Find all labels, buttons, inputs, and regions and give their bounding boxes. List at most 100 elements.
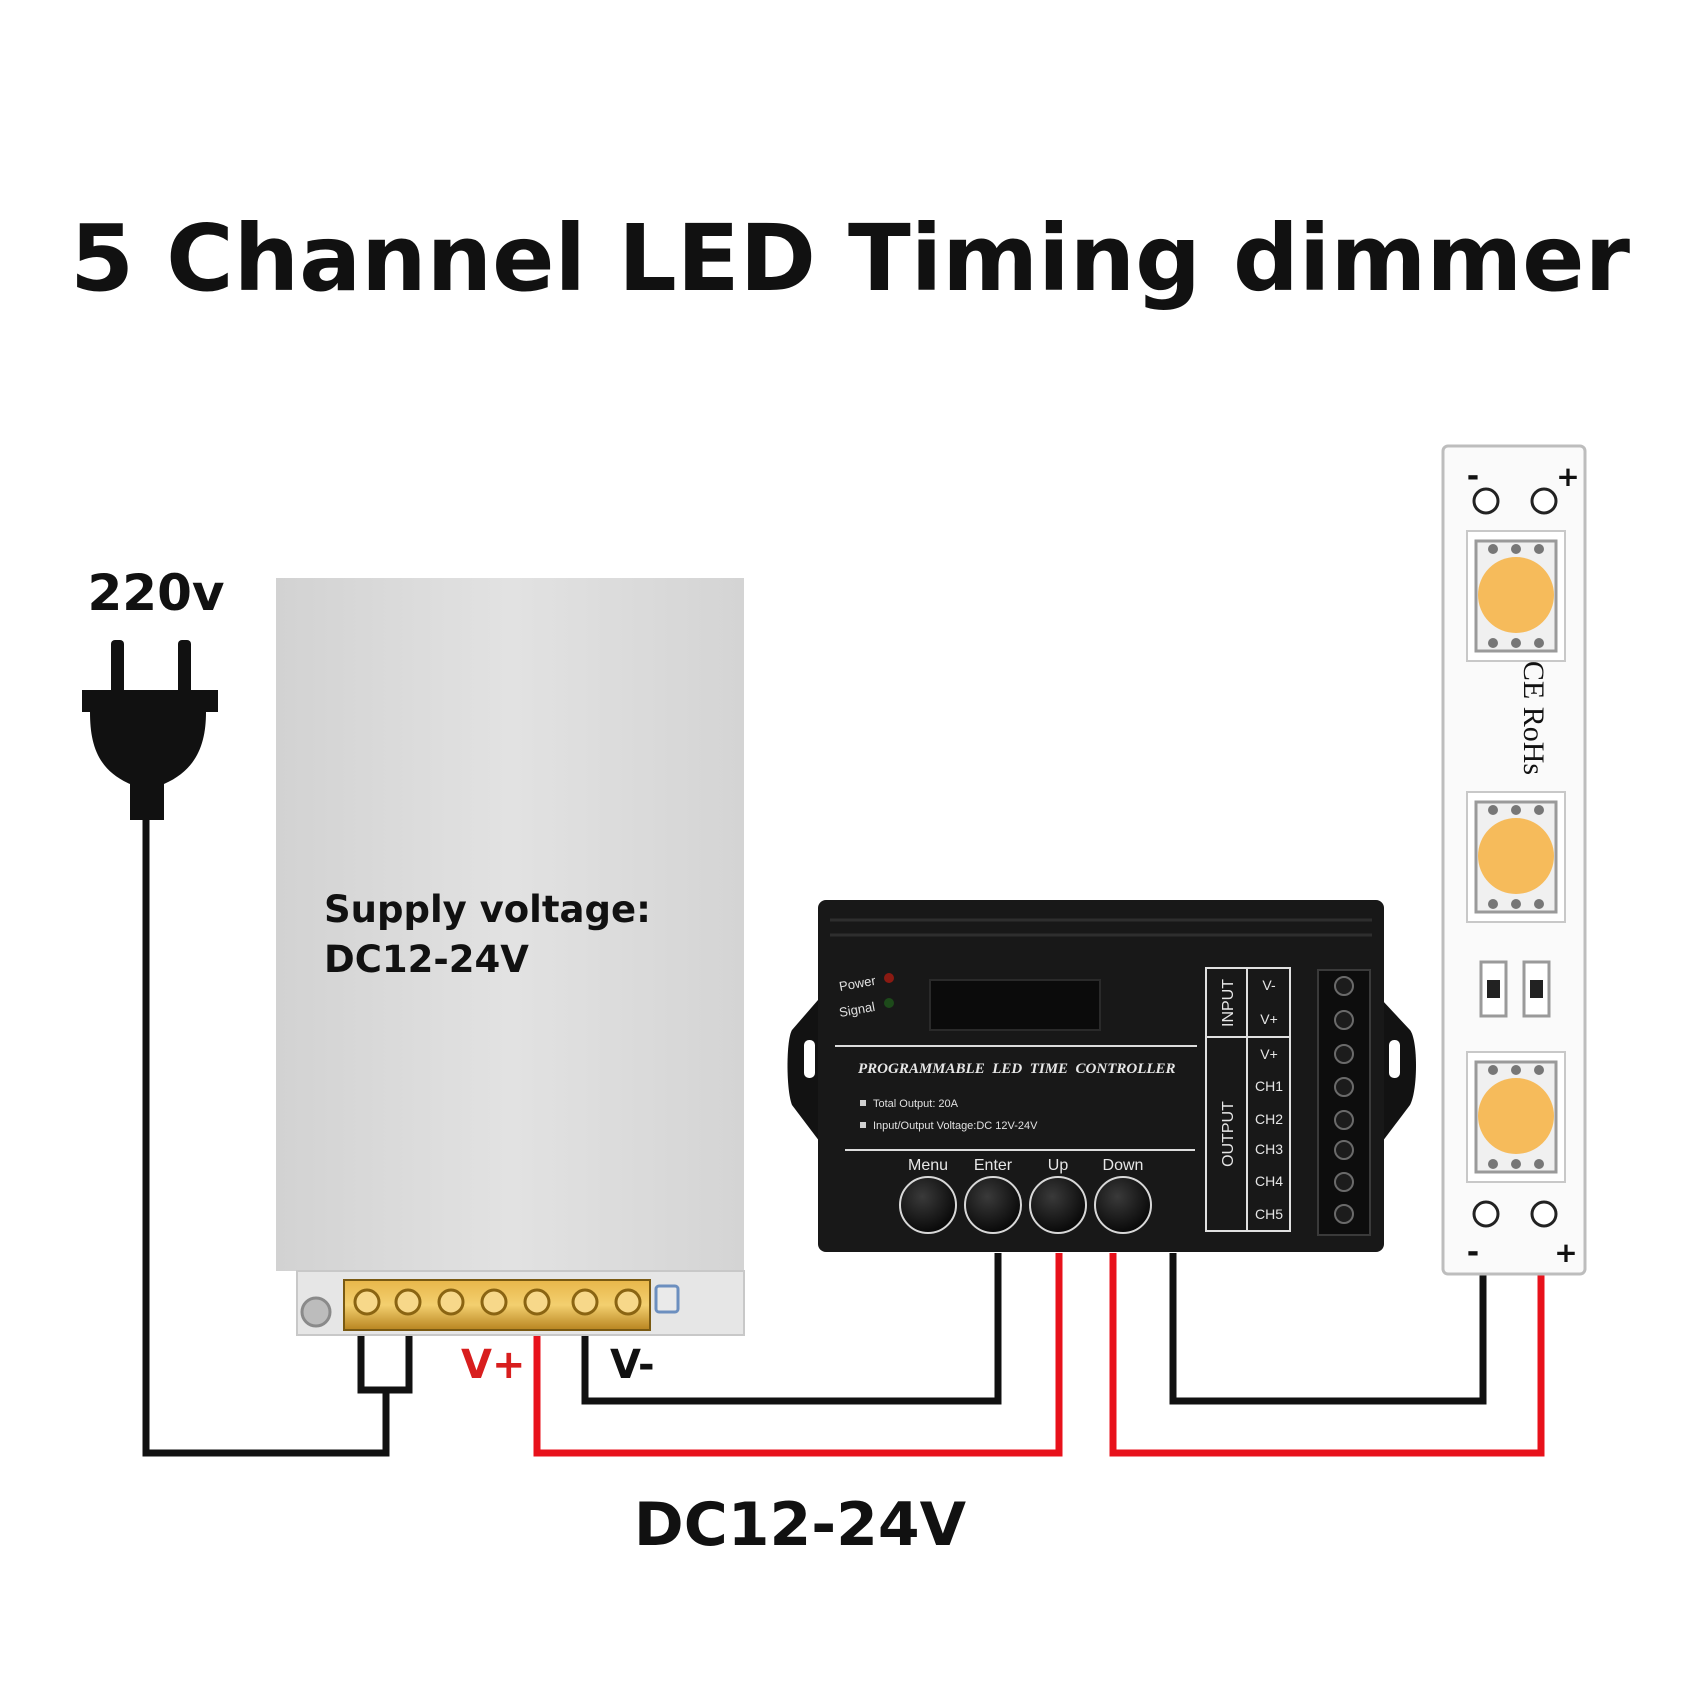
terminal-label-ch4: CH4 bbox=[1255, 1173, 1283, 1189]
led-chip-contact bbox=[1511, 805, 1521, 815]
psu-vminus-label: V- bbox=[610, 1342, 655, 1388]
psu-supply-line1: Supply voltage: bbox=[324, 888, 651, 931]
bullet-icon bbox=[860, 1122, 866, 1128]
power-plug: 220v bbox=[82, 564, 224, 820]
terminal-screw bbox=[1334, 1204, 1354, 1224]
plug-pin-right bbox=[178, 640, 191, 698]
strip-bottom-minus: - bbox=[1467, 1235, 1479, 1270]
led-chip-contact bbox=[1488, 544, 1498, 554]
ear-slot-left bbox=[804, 1040, 815, 1078]
output-label: OUTPUT bbox=[1220, 1101, 1237, 1167]
wire-ac bbox=[142, 820, 390, 1457]
terminal-labels: V- V+ V+ CH1 CH2 CH3 CH4 CH5 bbox=[1255, 977, 1283, 1222]
menu-button[interactable] bbox=[899, 1176, 957, 1234]
terminal-screw bbox=[1334, 976, 1354, 996]
power-indicator-label: Power bbox=[838, 973, 878, 994]
strip-bottom-plus: + bbox=[1554, 1236, 1577, 1269]
terminal-screw bbox=[1334, 1140, 1354, 1160]
input-label: INPUT bbox=[1220, 979, 1237, 1027]
psu-vplus-label: V+ bbox=[461, 1342, 525, 1388]
led-chip bbox=[1466, 530, 1566, 662]
plug-body-icon bbox=[82, 690, 218, 820]
signal-indicator-label: Signal bbox=[838, 999, 876, 1020]
led-chip-contact bbox=[1534, 638, 1544, 648]
controller-terminal-screws bbox=[1334, 976, 1354, 1224]
led-chip-contact bbox=[1511, 638, 1521, 648]
led-chip bbox=[1466, 791, 1566, 923]
psu-body bbox=[276, 578, 744, 1271]
terminal-screw bbox=[437, 1288, 465, 1316]
down-button-label: Down bbox=[1103, 1157, 1144, 1174]
terminal-screw bbox=[614, 1288, 642, 1316]
terminal-label-ch3: CH3 bbox=[1255, 1141, 1283, 1157]
led-controller: Power Signal PROGRAMMABLE LED TIME CONTR… bbox=[787, 900, 1416, 1252]
terminal-screw bbox=[394, 1288, 422, 1316]
led-chip-contact bbox=[1488, 899, 1498, 909]
strip-resistors bbox=[1479, 960, 1551, 1018]
wire-vplus-psu bbox=[533, 1253, 1063, 1457]
led-chip-contact bbox=[1488, 805, 1498, 815]
controller-spec1: Total Output: 20A bbox=[873, 1098, 959, 1110]
ear-slot-right bbox=[1389, 1040, 1400, 1078]
led-light-icon bbox=[1478, 818, 1554, 894]
solder-pad bbox=[1472, 487, 1500, 515]
strip-top-plus: + bbox=[1556, 460, 1579, 493]
output-voltage-label: DC12-24V bbox=[634, 1490, 967, 1560]
enter-button-label: Enter bbox=[974, 1157, 1013, 1174]
plug-pin-left bbox=[111, 640, 124, 698]
terminal-label-vplus-out: V+ bbox=[1260, 1046, 1278, 1062]
led-chip-contact bbox=[1534, 544, 1544, 554]
terminal-screw bbox=[1334, 1010, 1354, 1030]
solder-pad bbox=[1530, 1200, 1558, 1228]
strip-top-minus: - bbox=[1467, 459, 1479, 494]
resistor-body bbox=[1487, 980, 1500, 998]
solder-pad bbox=[1472, 1200, 1500, 1228]
terminal-label-ch1: CH1 bbox=[1255, 1078, 1283, 1094]
up-button[interactable] bbox=[1029, 1176, 1087, 1234]
led-chip-contact bbox=[1534, 1159, 1544, 1169]
led-chip-contact bbox=[1534, 805, 1544, 815]
led-chip-contact bbox=[1488, 638, 1498, 648]
strip-cert-text: CE RoHs bbox=[1517, 661, 1550, 775]
led-chip-contact bbox=[1511, 1159, 1521, 1169]
plug-voltage-label: 220v bbox=[88, 564, 225, 622]
down-button[interactable] bbox=[1094, 1176, 1152, 1234]
led-chip-contact bbox=[1534, 1065, 1544, 1075]
psu-ground-screw bbox=[300, 1296, 332, 1328]
led-chip-contact bbox=[1534, 899, 1544, 909]
wire-vminus-psu bbox=[581, 1253, 1002, 1405]
terminal-screw bbox=[571, 1288, 599, 1316]
up-button-label: Up bbox=[1048, 1157, 1069, 1174]
lcd-display bbox=[929, 979, 1101, 1031]
psu-terminal-screws bbox=[353, 1288, 642, 1316]
terminal-screw bbox=[1334, 1110, 1354, 1130]
psu-pot-knob bbox=[654, 1284, 680, 1314]
terminal-label-vminus: V- bbox=[1262, 977, 1276, 993]
resistor-body bbox=[1530, 980, 1543, 998]
psu-supply-line2: DC12-24V bbox=[324, 938, 529, 981]
power-supply: Supply voltage: DC12-24V V+ V- bbox=[276, 578, 745, 1388]
led-light-icon bbox=[1478, 1078, 1554, 1154]
power-led-icon bbox=[884, 973, 894, 983]
terminal-screw bbox=[523, 1288, 551, 1316]
led-chip-contact bbox=[1511, 899, 1521, 909]
controller-spec2: Input/Output Voltage:DC 12V-24V bbox=[873, 1120, 1038, 1132]
solder-pad bbox=[1530, 487, 1558, 515]
terminal-screw bbox=[1334, 1172, 1354, 1192]
led-light-icon bbox=[1478, 557, 1554, 633]
terminal-screw bbox=[480, 1288, 508, 1316]
led-chip-contact bbox=[1511, 544, 1521, 554]
terminal-label-ch5: CH5 bbox=[1255, 1206, 1283, 1222]
terminal-screw bbox=[353, 1288, 381, 1316]
menu-button-label: Menu bbox=[908, 1157, 948, 1174]
bullet-icon bbox=[860, 1100, 866, 1106]
terminal-screw bbox=[1334, 1044, 1354, 1064]
wire-vplus-strip bbox=[1109, 1233, 1545, 1457]
wire-ch-strip bbox=[1169, 1233, 1487, 1405]
led-chip-contact bbox=[1488, 1159, 1498, 1169]
enter-button[interactable] bbox=[964, 1176, 1022, 1234]
wires bbox=[142, 820, 1545, 1457]
terminal-screw bbox=[1334, 1077, 1354, 1097]
signal-led-icon bbox=[884, 998, 894, 1008]
